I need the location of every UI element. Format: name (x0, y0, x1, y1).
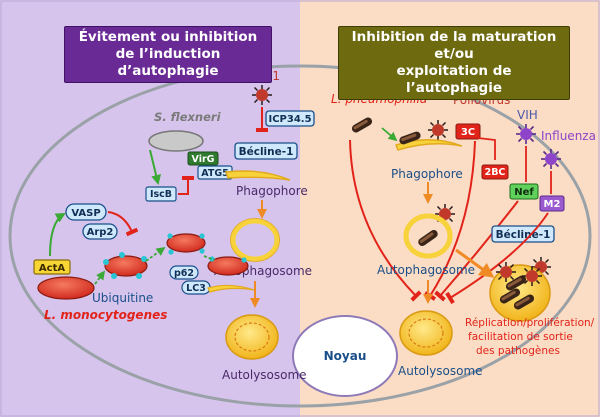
3c-label: 3C (461, 127, 475, 138)
p62-box (169, 265, 199, 280)
replication-virus-icon-1 (521, 265, 543, 287)
autolysosome-right-inner (408, 318, 444, 348)
autolysosome-left-shape (225, 314, 279, 360)
phagophore-right-shape (395, 139, 463, 151)
l-mono-to-ubiq-arrow (94, 270, 106, 285)
bacterium-upper (166, 233, 206, 253)
nef-inhibition-line (434, 200, 519, 302)
vasp-label: VASP (71, 208, 100, 219)
arp2-label: Arp2 (87, 227, 114, 238)
influenza-virus-icon (540, 148, 562, 170)
autophagosome-right-shape (403, 213, 453, 259)
replication-virus-icon-2 (495, 261, 517, 283)
iscb-label: IscB (150, 189, 172, 200)
2bc-label: 2BC (485, 167, 506, 178)
3c-inhibition-line (423, 140, 476, 301)
phagophore-lc3-shape (207, 284, 255, 293)
icp345-label: ICP34.5 (268, 114, 311, 125)
vih-virus-icon (515, 123, 537, 145)
right-panel-title: Inhibition de la maturation et/ou exploi… (338, 26, 570, 100)
acta-label: ActA (39, 263, 65, 274)
cell-membrane (8, 64, 592, 408)
s-flexneri-label: S. flexneri (154, 110, 222, 124)
2bc-activation-line (477, 137, 496, 160)
3c-box (455, 123, 481, 140)
ubiquitin-dots (103, 252, 147, 279)
s-flexneri-bacterium (148, 130, 204, 152)
m2-inhibition-line (445, 212, 549, 305)
iscb-inhibits-atg5 (178, 176, 194, 195)
becline-left-box (234, 142, 298, 160)
replication-label-2: facilitation de sortie (468, 331, 573, 343)
l-monocytogenes-bacterium (37, 276, 95, 300)
p62-label: p62 (174, 268, 194, 279)
ubiquitinated-bacterium (104, 255, 148, 277)
autophagosome-to-replication-arrow (455, 248, 495, 278)
iscb-box (145, 186, 177, 202)
nef-box (509, 183, 539, 200)
influenza-label: Influenza (541, 129, 596, 143)
2bc-box (481, 164, 509, 180)
phagophore-left-label: Phagophore (236, 184, 308, 198)
right-title-line2: exploitation de l’autophagie (396, 63, 512, 96)
ubiq-to-upper-arrow (145, 246, 166, 262)
virg-box (187, 151, 219, 166)
flexneri-to-iscb-arrow (149, 149, 161, 185)
autolysosome-right-label: Autolysosome (398, 364, 483, 378)
vasp-inhibits-arrow (107, 211, 139, 237)
autolysosome-right-shape (399, 310, 453, 356)
phagophore-right-label: Phagophore (391, 167, 463, 181)
left-panel-title: Évitement ou inhibition de l’induction d… (64, 26, 272, 83)
ubiquitin-dots-upper (167, 233, 205, 255)
autolysosome-left-label: Autolysosome (222, 368, 307, 382)
right-title-line1: Inhibition de la maturation et/ou (351, 29, 557, 62)
phagophore-left-shape (225, 170, 291, 181)
autophagosome-left-shape (230, 218, 280, 262)
arp2-box (82, 223, 118, 240)
icp345-box (265, 110, 315, 127)
nucleus (292, 315, 398, 397)
autophagosome-right-label: Autophagosome (377, 263, 475, 277)
left-title-line2: de l’induction d’autophagie (115, 46, 221, 79)
l-monocytogenes-label: L. monocytogenes (44, 308, 167, 322)
becline-right-label: Bécline-1 (496, 229, 551, 241)
vih-label: VIH (517, 108, 538, 122)
virg-label: VirG (192, 154, 215, 165)
bacterium-lower (207, 256, 249, 276)
lc3-label: LC3 (186, 283, 206, 294)
acta-to-vasp-arrow (49, 213, 66, 257)
vasp-box (65, 203, 107, 221)
acta-box (33, 259, 71, 275)
left-title-line1: Évitement ou inhibition (78, 29, 258, 45)
replication-label-1: Réplication/prolifération/ (465, 317, 595, 329)
replication-label-3: des pathogènes (476, 345, 560, 357)
upper-to-lower-arrow (203, 255, 215, 261)
m2-label: M2 (544, 199, 561, 210)
pneumo-inhibition-line (349, 139, 422, 302)
nucleus-label: Noyau (324, 349, 367, 363)
m2-box (539, 195, 565, 212)
hsv1-virus-icon (251, 84, 273, 106)
poliovirus-icon-1 (427, 119, 449, 141)
nef-label: Nef (514, 187, 534, 198)
becline-left-label: Bécline-1 (239, 146, 294, 158)
atg5-label: ATG5 (201, 168, 229, 179)
pneumo-to-phagophore-arrow (381, 127, 398, 142)
autolysosome-left-inner (234, 322, 270, 352)
autophagosome-left-outline (230, 218, 280, 262)
ubiquitine-label: Ubiquitine (92, 291, 153, 305)
